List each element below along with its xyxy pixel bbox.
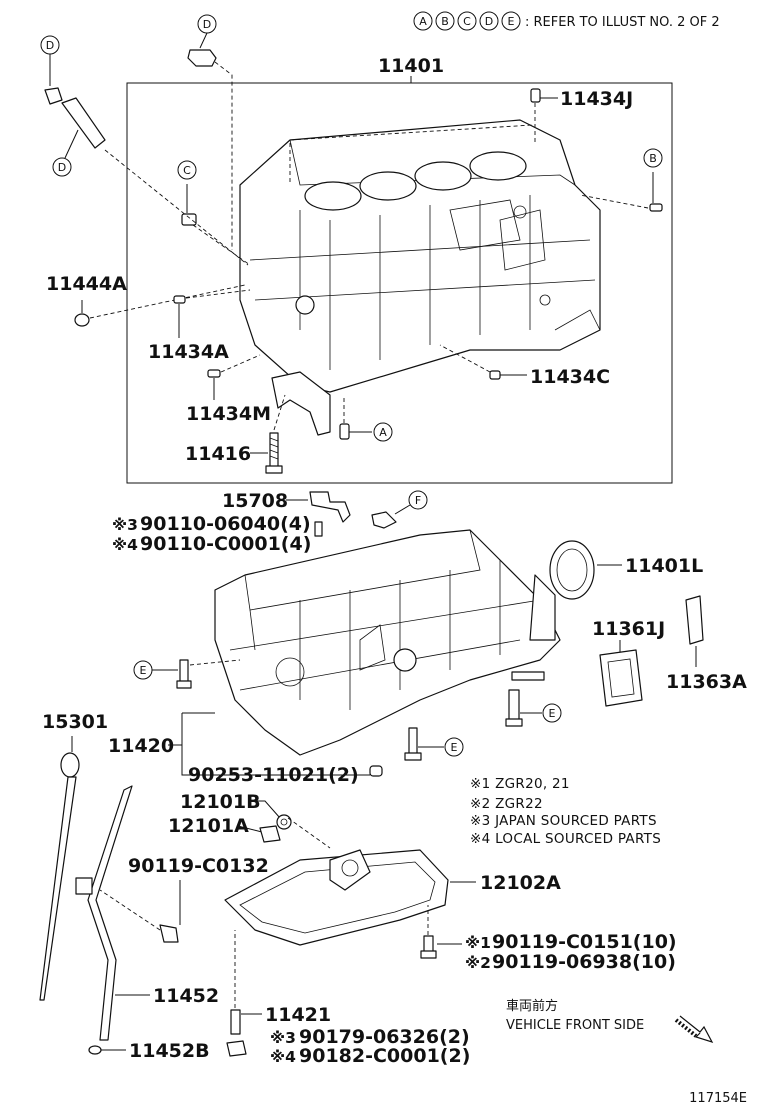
pin-11434a — [173, 295, 186, 304]
part-11401: 11401 — [378, 55, 444, 77]
part-15708: 15708 — [222, 490, 288, 512]
part-15301: 15301 — [42, 711, 108, 733]
part-11434j: 11434J — [560, 88, 633, 110]
part-11416: 11416 — [185, 443, 251, 465]
mark-2: ※2 — [465, 954, 491, 972]
gasket-12101b — [276, 814, 292, 830]
bolt-f — [371, 511, 397, 529]
plug-c — [181, 213, 197, 226]
ref-legend: A B C D E : REFER TO ILLUST NO. 2 OF 2 — [413, 11, 720, 31]
ref-letter-b: B — [441, 15, 449, 28]
part-90110-06040: 90110-06040(4) — [140, 513, 311, 535]
ref-letter-d: D — [485, 15, 493, 28]
part-11361j: 11361J — [592, 618, 665, 640]
callout-e-left: E — [140, 664, 147, 677]
pin-a — [339, 423, 350, 440]
front-en: VEHICLE FRONT SIDE — [506, 1018, 644, 1033]
pin-11434c — [489, 370, 501, 380]
oring-11452b — [88, 1045, 102, 1055]
part-12101a: 12101A — [168, 815, 249, 837]
part-90119-c0151: 90119-C0151(10) — [492, 931, 677, 953]
bearing-cap — [271, 371, 331, 436]
callout-a: A — [379, 426, 387, 439]
block-group-frame — [126, 82, 673, 484]
part-90110-c0001: 90110-C0001(4) — [140, 533, 311, 555]
part-11452b: 11452B — [129, 1040, 210, 1062]
applicability-notes: ※1 ZGR20, 21 ※2 ZGR22 ※3 JAPAN SOURCED P… — [470, 776, 661, 847]
bolt-e-right — [508, 689, 520, 721]
part-11434c: 11434C — [530, 366, 610, 388]
cylinder-block-illustration — [239, 119, 601, 393]
callout-b: B — [649, 152, 657, 165]
spacer — [511, 671, 545, 681]
oil-pan-illustration — [224, 849, 449, 946]
ref-text: : REFER TO ILLUST NO. 2 OF 2 — [525, 15, 720, 30]
part-11434a: 11434A — [148, 341, 229, 363]
mark-1: ※1 — [465, 934, 491, 952]
note-1: ※1 ZGR20, 21 — [470, 776, 570, 792]
callout-e-mid: E — [451, 741, 458, 754]
part-90182: 90182-C0001(2) — [299, 1045, 470, 1067]
part-11452: 11452 — [153, 985, 219, 1007]
ref-letter-e: E — [508, 15, 515, 28]
sensor-d — [187, 49, 217, 67]
part-12101b: 12101B — [180, 791, 261, 813]
mark-4a: ※4 — [112, 536, 138, 554]
bolt-e-left — [179, 659, 189, 683]
gasket-11361j — [599, 649, 643, 707]
mark-3b: ※3 — [270, 1029, 296, 1047]
vehicle-front-indicator: 車両前方 VEHICLE FRONT SIDE — [506, 998, 714, 1044]
bolt-90119-c0132 — [159, 924, 179, 943]
part-11444a: 11444A — [46, 273, 127, 295]
plug-11434j — [530, 88, 541, 103]
part-11401l: 11401L — [625, 555, 703, 577]
callout-d-left: D — [46, 39, 54, 52]
front-jp: 車両前方 — [506, 998, 558, 1014]
part-11363a: 11363A — [666, 671, 747, 693]
part-90253: 90253-11021(2) — [188, 764, 359, 786]
pin-11434m — [207, 369, 221, 378]
note-3: ※3 JAPAN SOURCED PARTS — [470, 813, 657, 829]
ref-letter-c: C — [463, 15, 471, 28]
front-arrow-icon — [674, 1015, 714, 1044]
plug-90253 — [369, 765, 383, 777]
lower-crankcase-illustration — [214, 529, 561, 756]
callout-c: C — [183, 164, 191, 177]
nut-90179 — [226, 1040, 247, 1057]
part-11420: 11420 — [108, 735, 174, 757]
callout-d-top: D — [203, 18, 211, 31]
note-4: ※4 LOCAL SOURCED PARTS — [470, 831, 661, 847]
bolt-90119-c0151 — [423, 935, 434, 953]
part-12102a: 12102A — [480, 872, 561, 894]
part-90179: 90179-06326(2) — [299, 1026, 470, 1048]
bolt-e-mid — [408, 727, 418, 755]
guide-11452 — [75, 785, 133, 1041]
part-90119-06938: 90119-06938(10) — [492, 951, 676, 973]
stud-11421 — [230, 1009, 241, 1035]
mark-3a: ※3 — [112, 516, 138, 534]
oring-11444a — [74, 313, 90, 327]
callout-d-lower: D — [58, 161, 66, 174]
drain-plug-12101a — [259, 825, 281, 843]
part-90119-c0132: 90119-C0132 — [128, 855, 269, 877]
part-11434m: 11434M — [186, 403, 271, 425]
callout-f: F — [415, 494, 421, 507]
plate-11363a — [685, 595, 704, 645]
tube-d — [61, 97, 106, 149]
bolt-11416 — [265, 432, 283, 474]
illustration-number: 117154E — [689, 1091, 747, 1106]
part-11421: 11421 — [265, 1004, 331, 1026]
bolt-90110 — [314, 521, 323, 537]
dipstick-15301 — [39, 752, 80, 1001]
bracket-15708 — [309, 491, 351, 523]
pin-b — [649, 203, 663, 212]
ref-letter-a: A — [419, 15, 427, 28]
mark-4b: ※4 — [270, 1048, 296, 1066]
note-2: ※2 ZGR22 — [470, 796, 543, 812]
callout-e-right: E — [549, 707, 556, 720]
